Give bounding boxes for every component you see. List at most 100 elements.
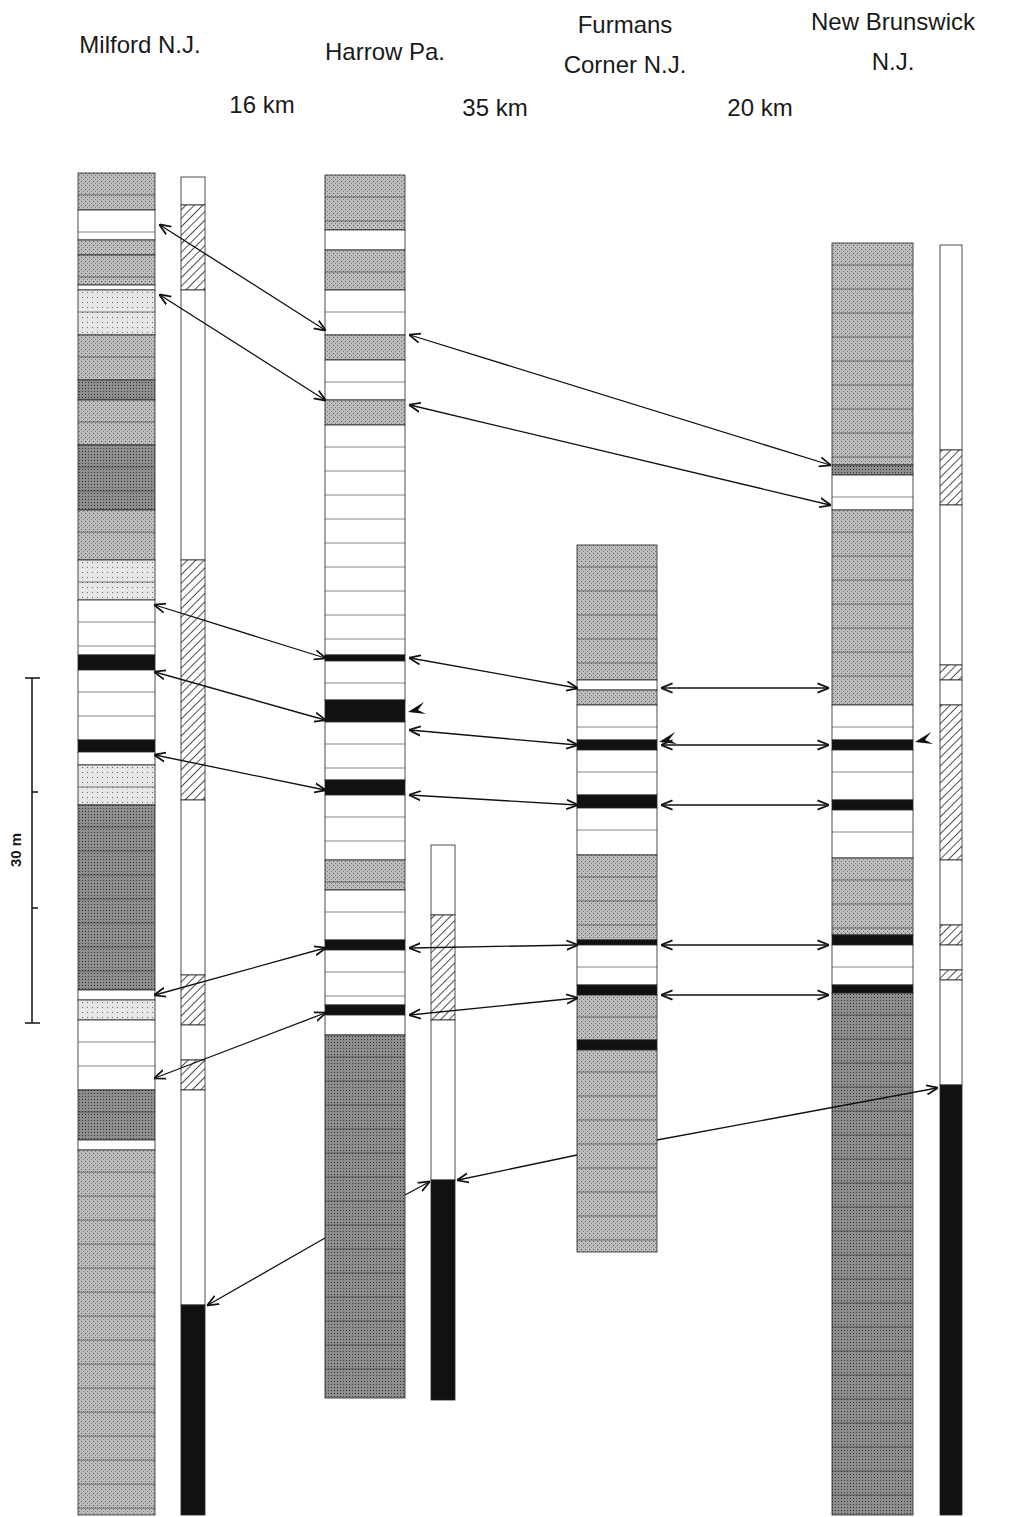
rock-unit (325, 940, 405, 950)
correlation-arrow (657, 1088, 937, 1140)
bed-line (832, 1375, 913, 1376)
correlation-arrow (662, 944, 828, 945)
correlation-arrow (155, 948, 325, 995)
marker-wedge (408, 702, 426, 714)
bed-line (78, 532, 155, 533)
bed-line (832, 385, 913, 386)
rock-unit (577, 740, 657, 750)
bed-line (78, 582, 155, 583)
rock-unit (832, 945, 913, 985)
rock-unit (832, 705, 913, 740)
bed-line (78, 1412, 155, 1413)
rock-unit (325, 661, 405, 700)
rock-unit (181, 1025, 205, 1060)
bed-line (832, 628, 913, 629)
bed-line (832, 1399, 913, 1400)
bed-line (78, 1244, 155, 1245)
bed-line (577, 967, 657, 968)
site-name: Furmans Corner N.J. (545, 5, 705, 85)
rock-unit (940, 1085, 962, 1515)
bed-line (78, 716, 155, 717)
correlation-arrow (410, 405, 830, 505)
bed-line (325, 1129, 405, 1130)
bed-line (325, 1297, 405, 1298)
rock-unit (940, 925, 962, 945)
bed-line (577, 925, 657, 926)
rock-unit (577, 995, 657, 1040)
bed-line (832, 832, 913, 833)
rock-unit (431, 1020, 455, 1180)
bed-line (325, 543, 405, 544)
bed-line (577, 727, 657, 728)
bed-line (78, 899, 155, 900)
bed-line (78, 827, 155, 828)
rock-unit (832, 935, 913, 945)
rock-unit (78, 285, 155, 290)
rock-unit (577, 795, 657, 808)
rock-unit (577, 545, 657, 680)
marker-wedge (915, 732, 933, 744)
rock-unit (577, 808, 657, 855)
bed-line (325, 1249, 405, 1250)
bed-line (325, 1081, 405, 1082)
bed-line (78, 622, 155, 623)
bed-line (78, 1436, 155, 1437)
bed-line (78, 195, 155, 196)
bed-line (577, 1017, 657, 1018)
correlation-arrow (155, 672, 325, 720)
rock-unit (325, 655, 405, 661)
rock-unit (325, 950, 405, 1005)
bed-line (832, 1111, 913, 1112)
bed-line (78, 923, 155, 924)
rock-unit (940, 980, 962, 1085)
correlation-arrow (155, 755, 325, 790)
rock-unit (577, 750, 657, 795)
bed-line (832, 556, 913, 557)
bed-line (78, 277, 155, 278)
bed-line (832, 1135, 913, 1136)
site-name: New Brunswick N.J. (793, 2, 993, 82)
bed-line (577, 591, 657, 592)
bed-line (78, 422, 155, 423)
rock-unit (78, 380, 155, 400)
rock-unit (325, 795, 405, 860)
rock-unit (577, 945, 657, 985)
bed-line (78, 971, 155, 972)
rock-unit (577, 985, 657, 995)
bed-line (325, 744, 405, 745)
bed-line (78, 1268, 155, 1269)
scale-label: 30 m (7, 820, 25, 880)
bed-line (832, 361, 913, 362)
correlation-arrow (160, 225, 325, 330)
bed-line (832, 652, 913, 653)
rock-unit (78, 765, 155, 805)
rock-unit (325, 400, 405, 425)
bed-line (325, 312, 405, 313)
rock-unit (181, 205, 205, 290)
correlation-arrow (662, 687, 828, 688)
rock-unit (325, 335, 405, 360)
bed-line (832, 265, 913, 266)
distance-label: 16 km (212, 85, 312, 125)
correlation-arrow (410, 658, 577, 688)
correlation-arrow (410, 998, 577, 1015)
rock-unit (940, 945, 962, 970)
rock-unit (325, 1015, 405, 1035)
rock-unit (325, 1005, 405, 1015)
bed-line (325, 1201, 405, 1202)
rock-unit (325, 250, 405, 290)
bed-line (78, 1042, 155, 1043)
bed-line (325, 1369, 405, 1370)
rock-unit (832, 810, 913, 858)
bed-line (832, 1351, 913, 1352)
bed-line (832, 409, 913, 410)
bed-line (78, 875, 155, 876)
bed-line (325, 567, 405, 568)
rock-unit (832, 740, 913, 750)
bed-line (325, 615, 405, 616)
rock-unit (940, 860, 962, 925)
rock-unit (78, 400, 155, 445)
rock-unit (325, 890, 405, 940)
rock-unit (78, 240, 155, 255)
bed-line (832, 727, 913, 728)
